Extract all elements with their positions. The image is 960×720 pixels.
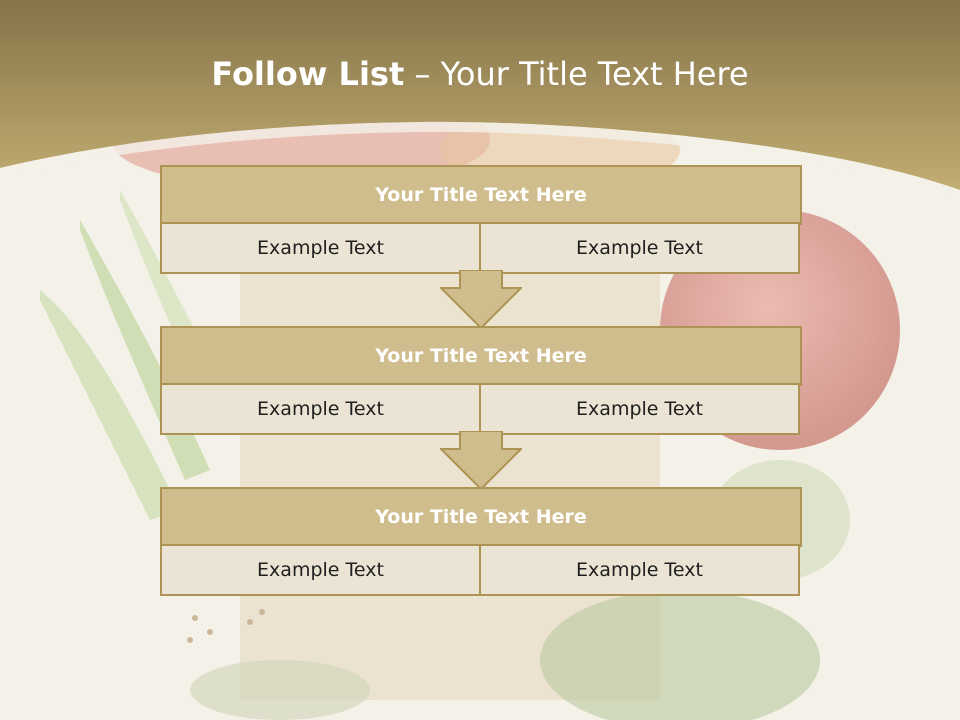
down-arrow-icon <box>440 431 522 491</box>
title-rest-text: – Your Title Text Here <box>414 55 749 93</box>
step-title: Your Title Text Here <box>160 165 802 225</box>
step-block-3: Your Title Text Here Example Text Exampl… <box>160 487 802 596</box>
step-block-2: Your Title Text Here Example Text Exampl… <box>160 326 802 435</box>
step-left-text: Example Text <box>160 544 481 596</box>
down-arrow-icon <box>440 270 522 330</box>
step-title: Your Title Text Here <box>160 487 802 547</box>
step-left-text: Example Text <box>160 222 481 274</box>
title-bold-text: Follow List <box>211 55 405 93</box>
step-right-text: Example Text <box>479 383 800 435</box>
step-title: Your Title Text Here <box>160 326 802 386</box>
page-title: Follow List – Your Title Text Here <box>0 55 960 93</box>
step-left-text: Example Text <box>160 383 481 435</box>
step-right-text: Example Text <box>479 222 800 274</box>
step-block-1: Your Title Text Here Example Text Exampl… <box>160 165 802 274</box>
step-right-text: Example Text <box>479 544 800 596</box>
